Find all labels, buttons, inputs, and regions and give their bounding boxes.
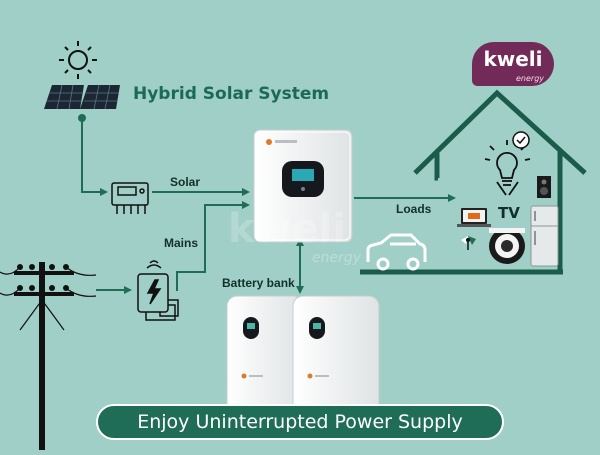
house-icon <box>360 89 587 275</box>
tv-icon <box>496 181 519 196</box>
charge-controller-icon <box>111 182 149 214</box>
meter-icon <box>137 260 179 321</box>
camera-icon <box>489 228 525 264</box>
watermark: kweli <box>228 206 347 252</box>
fridge-icon <box>530 205 559 267</box>
watermark-sub: energy <box>312 250 362 266</box>
label-tv: TV <box>498 204 520 222</box>
laptop-icon <box>457 208 491 227</box>
logo-name: kweli <box>483 47 543 71</box>
label-solar: Solar <box>170 175 201 189</box>
banner: Enjoy Uninterrupted Power Supply <box>96 404 504 440</box>
logo-sub: energy <box>515 74 544 83</box>
sun-icon <box>59 41 97 79</box>
diagram-title: Hybrid Solar System <box>133 84 330 104</box>
solar-panel-icon <box>44 84 120 110</box>
speaker-icon <box>537 176 551 198</box>
label-battery-bank: Battery bank <box>222 276 295 290</box>
inverter-icon <box>253 129 353 243</box>
brand-logo: kweli energy <box>472 42 554 86</box>
battery-icon <box>226 295 380 417</box>
fan-icon <box>461 236 476 250</box>
car-icon <box>366 233 427 271</box>
check-badge-icon <box>512 131 530 149</box>
label-mains: Mains <box>164 236 199 250</box>
lightbulb-icon <box>484 140 531 186</box>
power-pole-icon <box>0 262 97 450</box>
label-loads: Loads <box>396 202 432 216</box>
